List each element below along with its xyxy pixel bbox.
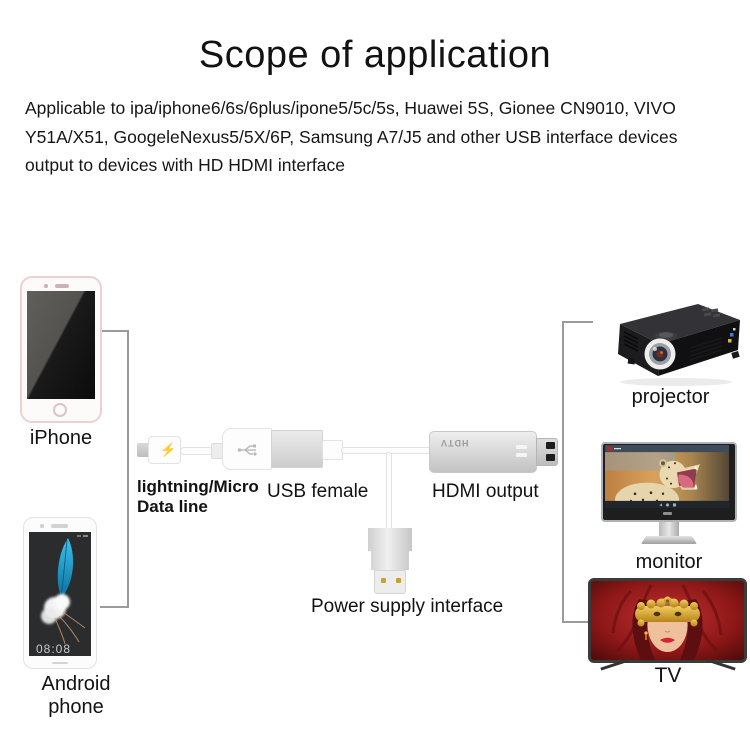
hdmi-contact-slot <box>546 454 555 461</box>
android-phone-illustration: 08:08 <box>23 517 97 669</box>
masquerade-wallpaper <box>591 581 744 660</box>
usb-trident-icon <box>237 444 257 456</box>
usb-female-label: USB female <box>267 481 369 502</box>
projector-label: projector <box>631 386 710 408</box>
projector-art <box>618 304 740 386</box>
monitor-brand-mark <box>663 512 672 515</box>
iphone-label: iPhone <box>29 427 93 449</box>
lightning-cable-neck <box>180 447 213 455</box>
monitor-screen <box>605 445 729 508</box>
monitor-stand-base <box>641 536 697 544</box>
usb-power-plug-tip <box>374 570 406 594</box>
power-branch-cable <box>386 452 392 530</box>
android-clock: 08:08 <box>36 642 72 656</box>
adapter-print-mark <box>516 445 527 449</box>
usb-power-plug-shell <box>368 528 412 570</box>
android-speaker-slot <box>51 524 68 528</box>
usb-contact <box>381 578 386 583</box>
usb-contact <box>396 578 401 583</box>
iphone-connector-line <box>100 330 129 332</box>
iphone-screen <box>27 291 95 399</box>
monitor-label: monitor <box>635 551 703 573</box>
iphone-camera-dot <box>44 284 48 288</box>
usb-female-housing <box>222 428 272 470</box>
tv-screen <box>588 578 747 663</box>
lightning-plug: ⚡ <box>148 436 181 464</box>
tv-illustration <box>588 578 748 674</box>
android-label: Android phone <box>41 673 111 718</box>
usb-metal-sleeve <box>271 430 323 468</box>
monitor-illustration <box>601 442 737 552</box>
power-supply-label: Power supply interface <box>311 596 504 617</box>
feather-wallpaper <box>29 532 91 656</box>
lightning-label: lightning/Micro Data line <box>137 477 259 516</box>
tv-connector-line <box>562 621 589 623</box>
tv-label: TV <box>654 664 682 687</box>
page-title: Scope of application <box>198 34 552 76</box>
android-screen: 08:08 <box>29 532 91 656</box>
left-bracket-line <box>127 330 129 608</box>
adapter-print-mark <box>516 453 527 457</box>
hdmi-output-label: HDMI output <box>432 481 539 502</box>
iphone-speaker-slot <box>55 284 69 288</box>
hdmi-male-connector <box>536 438 558 466</box>
android-brand-mark <box>52 661 68 664</box>
iphone-home-button <box>53 403 67 417</box>
hdmi-adapter-body: HDTV <box>429 431 537 473</box>
lightning-label-line1: lightning/Micro <box>137 477 259 496</box>
hdtv-marking: HDTV <box>440 438 469 448</box>
hdmi-contact-slot <box>546 442 555 449</box>
android-connector-line <box>100 606 129 608</box>
projector-connector-line <box>562 321 593 323</box>
projector-illustration <box>604 296 748 388</box>
lightning-metal-tip <box>137 443 150 457</box>
description-text: Applicable to ipa/iphone6/6s/6plus/ipone… <box>25 98 678 175</box>
cheetah-wallpaper <box>605 445 729 508</box>
iphone-illustration <box>20 276 102 423</box>
monitor-stand-neck <box>659 522 679 536</box>
lightning-label-line2: Data line <box>137 496 208 516</box>
adapter-strain-relief <box>322 440 343 460</box>
android-camera-dot <box>40 524 44 528</box>
lightning-bolt-icon: ⚡ <box>160 442 177 457</box>
right-bracket-line <box>562 321 564 623</box>
